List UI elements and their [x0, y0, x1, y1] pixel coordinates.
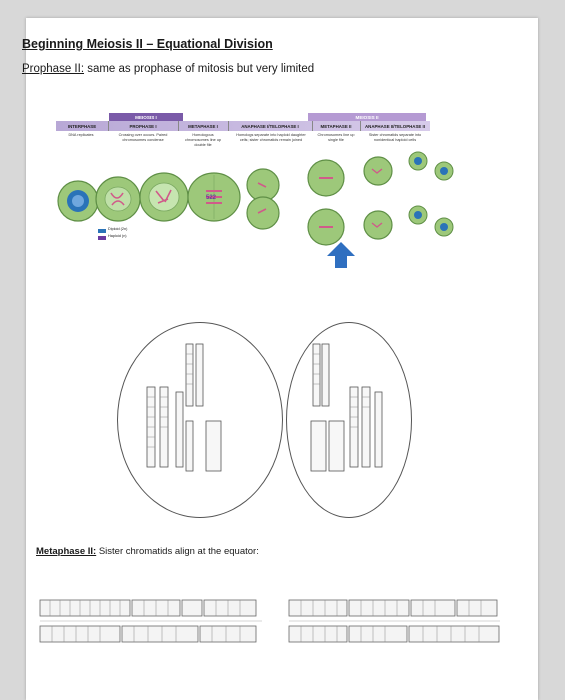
desc-metaphase-2: Chromosomes line up single file — [317, 133, 355, 142]
cell-metaphase-2-bottom — [307, 208, 345, 246]
phase-anaphase-telophase-2: ANAPHASE II/TELOPHASE II — [364, 123, 425, 129]
meiosis-2-bar: MEIOSIS II — [308, 113, 426, 122]
desc-prophase-1: Crossing over occurs. Paired chromosomes… — [118, 133, 168, 142]
meiosis-cells-illustration: 522 — [57, 151, 454, 268]
metaphase-label: Metaphase II: — [36, 546, 97, 557]
cell-anaphase-2-top — [363, 156, 393, 186]
legend-haploid: Haploid (n) — [108, 234, 127, 238]
arrow-up-icon — [327, 242, 355, 268]
cell-prophase-1 — [95, 176, 141, 222]
karyotype-left-oval — [117, 322, 283, 518]
prophase-heading: Prophase II: same as prophase of mitosis… — [22, 63, 314, 75]
desc-anaphase-telophase-1: Homologs separate into haploid daughter … — [236, 133, 306, 142]
metaphase-heading: Metaphase II: Sister chromatids align at… — [36, 546, 259, 557]
prophase-text: same as prophase of mitosis but very lim… — [84, 63, 315, 75]
karyotype-right-oval — [286, 322, 412, 518]
meiosis-diagram: MEIOSIS I MEIOSIS II INTERPHASE PROPHASE… — [56, 93, 462, 283]
desc-interphase: DNA replicates — [68, 133, 94, 137]
haploid-cells — [408, 151, 454, 237]
page-title: Beginning Meiosis II – Equational Divisi… — [22, 37, 273, 51]
cell-prophase-1-late — [139, 172, 189, 222]
phase-interphase: INTERPHASE — [56, 121, 109, 131]
cell-metaphase-1: 522 — [187, 172, 241, 222]
cell-interphase — [57, 180, 99, 222]
phase-anaphase-telophase-1: ANAPHASE I/TELOPHASE I — [228, 121, 313, 131]
phase-metaphase-1: METAPHASE I — [178, 121, 229, 131]
phase-bar — [56, 121, 430, 131]
cell-anaphase-2-bottom — [363, 210, 393, 240]
phase-metaphase-2: METAPHASE II — [312, 121, 361, 131]
desc-metaphase-1: Homologous chromosomes line up double fi… — [184, 133, 222, 147]
prophase-label: Prophase II: — [22, 63, 85, 75]
legend-diploid: Diploid (2n) — [108, 227, 128, 231]
svg-text:522: 522 — [206, 195, 217, 201]
cell-metaphase-2-top — [307, 159, 345, 197]
metaphase-text: Sister chromatids align at the equator: — [96, 546, 259, 557]
worksheet-page — [26, 18, 538, 700]
cell-anaphase-telophase-1 — [246, 168, 280, 230]
desc-anaphase-telophase-2: Sister chromatids separate into nonident… — [368, 133, 422, 142]
phase-prophase-1: PROPHASE I — [108, 121, 179, 131]
meiosis-1-bar: MEIOSIS I — [109, 113, 183, 122]
